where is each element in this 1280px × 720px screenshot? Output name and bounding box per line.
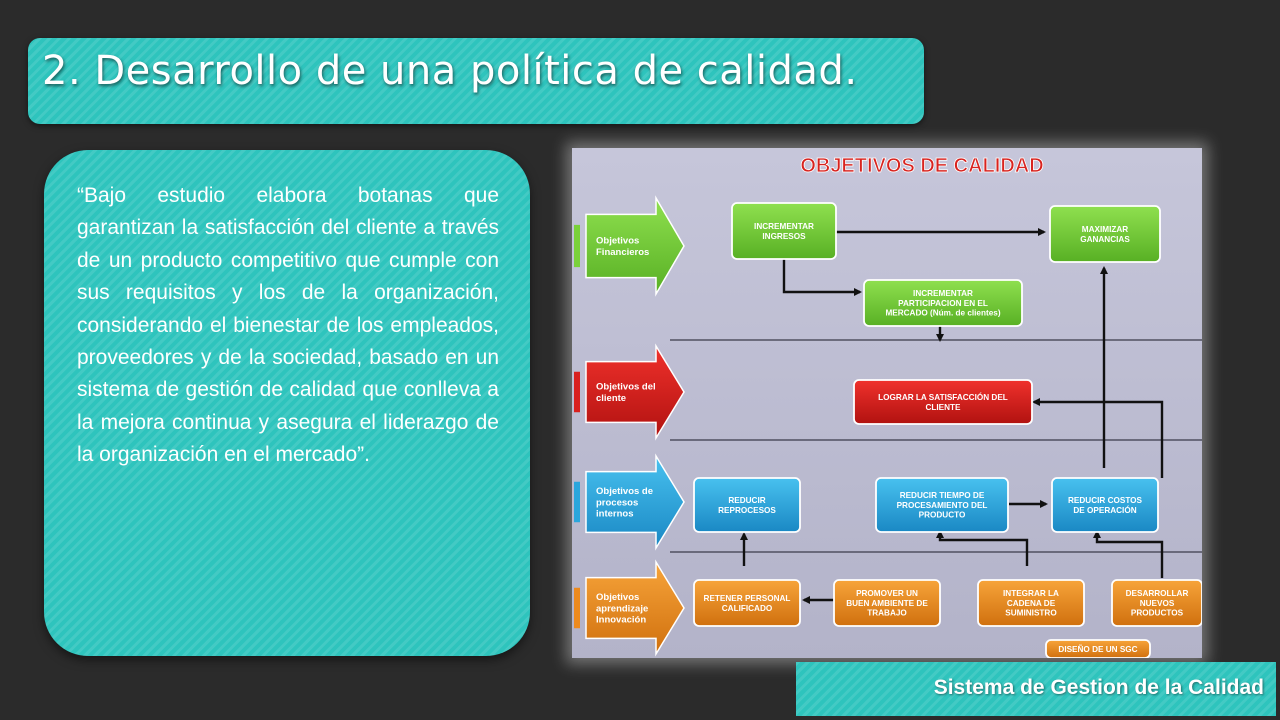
box-label-line: INCREMENTAR — [913, 289, 973, 298]
box-shape — [1049, 205, 1161, 263]
arrow-label-line: aprendizaje — [596, 603, 648, 614]
box-label-line: INGRESOS — [762, 232, 806, 241]
flow-connector — [936, 530, 1029, 566]
box-label-line: REDUCIR — [728, 496, 765, 505]
objective-box-diseno-sgc: DISEÑO DE UN SGC — [1045, 639, 1151, 659]
box-label-line: RETENER PERSONAL — [704, 594, 791, 603]
flow-connector — [1032, 398, 1164, 478]
box-label-line: PROCESAMIENTO DEL — [897, 501, 988, 510]
box-shape — [863, 279, 1023, 327]
box-label-line: REPROCESOS — [718, 506, 776, 515]
arrow-label-line: Objetivos de — [596, 486, 653, 497]
arrow-shape — [585, 453, 685, 551]
box-label-line: TRABAJO — [867, 609, 907, 618]
box-label-line: PRODUCTOS — [1131, 609, 1184, 618]
box-label-line: PARTICIPACION EN EL — [898, 299, 988, 308]
flow-connector — [782, 258, 862, 296]
box-label-line: CLIENTE — [925, 403, 961, 412]
box-label-line: REDUCIR COSTOS — [1068, 496, 1143, 505]
arrow-label-line: internos — [596, 509, 633, 520]
slide-title: 2. Desarrollo de una política de calidad… — [42, 48, 858, 94]
footer-label: Sistema de Gestion de la Calidad — [933, 676, 1264, 699]
arrow-label-line: procesos — [596, 497, 638, 508]
arrow-label-line: Innovación — [596, 615, 646, 626]
arrow-shape — [585, 343, 685, 441]
arrow-shape — [585, 559, 685, 657]
flow-connector — [1093, 530, 1164, 578]
box-label-line: GANANCIAS — [1080, 235, 1130, 244]
box-shape — [853, 379, 1033, 425]
box-shape — [977, 579, 1085, 627]
diagram-title: OBJETIVOS DE CALIDAD — [800, 155, 1043, 177]
box-label-line: MAXIMIZAR — [1082, 225, 1128, 234]
box-label-line: LOGRAR LA SATISFACCIÓN DEL — [878, 391, 1008, 402]
box-label-line: CADENA DE — [1007, 599, 1056, 608]
arrow-label-line: cliente — [596, 393, 626, 404]
box-shape — [693, 477, 801, 533]
quote-panel: “Bajo estudio elabora botanas que garant… — [44, 150, 530, 656]
box-shape — [693, 579, 801, 627]
arrow-stub — [574, 481, 580, 523]
box-label-line: INTEGRAR LA — [1003, 589, 1059, 598]
box-shape — [875, 477, 1009, 533]
arrow-label-line: Objetivos del — [596, 382, 656, 393]
arrow-stub — [574, 587, 580, 629]
box-label-line: PRODUCTO — [919, 511, 966, 520]
box-label-line: SUMINISTRO — [1005, 609, 1057, 618]
box-label-line: NUEVOS — [1140, 599, 1175, 608]
box-label-line: DESARROLLAR — [1126, 589, 1189, 598]
box-label-line: CALIFICADO — [722, 604, 773, 613]
box-label-line: DE OPERACIÓN — [1073, 504, 1136, 515]
box-label-line: PROMOVER UN — [856, 589, 918, 598]
arrow-shape — [585, 195, 685, 297]
box-shape — [1051, 477, 1159, 533]
box-label-line: INCREMENTAR — [754, 222, 814, 231]
box-label-line: DISEÑO DE UN SGC — [1058, 644, 1137, 654]
arrow-stub — [574, 371, 580, 413]
footer-banner: Sistema de Gestion de la Calidad — [796, 662, 1276, 716]
box-label-line: REDUCIR TIEMPO DE — [900, 491, 985, 500]
arrow-stub — [574, 224, 580, 268]
box-label-line: BUEN AMBIENTE DE — [846, 599, 928, 608]
diagram-canvas: OBJETIVOS DE CALIDAD ObjetivosFinanciero… — [572, 148, 1203, 659]
title-banner: 2. Desarrollo de una política de calidad… — [28, 38, 924, 124]
box-shape — [731, 202, 837, 260]
arrow-label-line: Financieros — [596, 247, 649, 258]
box-shape — [833, 579, 941, 627]
quality-policy-text: “Bajo estudio elabora botanas que garant… — [77, 184, 499, 467]
arrow-label-line: Objetivos — [596, 236, 639, 247]
arrow-label-line: Objetivos — [596, 592, 639, 603]
box-label-line: MERCADO (Núm. de clientes) — [885, 309, 1000, 318]
